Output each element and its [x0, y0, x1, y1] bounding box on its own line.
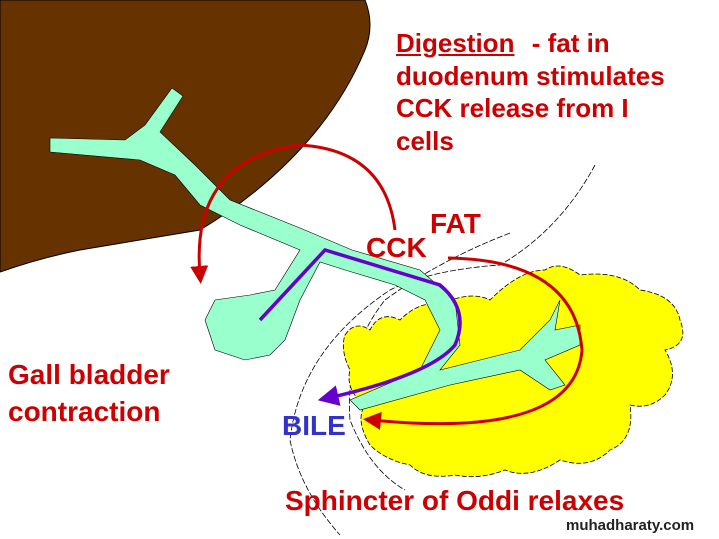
sphincter-label: Sphincter of Oddi relaxes	[285, 485, 625, 516]
contraction-label: contraction	[8, 396, 161, 427]
fat-label: FAT	[430, 208, 481, 239]
caption-line-2: duodenum stimulates	[396, 61, 665, 91]
caption-line-4: cells	[396, 126, 454, 156]
duodenum-outline	[289, 164, 596, 536]
caption-line-3: CCK release from I	[396, 93, 629, 123]
liver	[0, 0, 371, 273]
fat-to-sphincter-arrow	[363, 256, 584, 430]
cck-label: CCK	[366, 232, 427, 263]
watermark: muhadharaty.com	[566, 517, 695, 534]
cck-to-gallbladder-arrow	[190, 143, 397, 284]
caption-line-1-rest: - fat in	[531, 28, 610, 58]
bile-flow-arrow	[258, 248, 462, 406]
caption-heading: Digestion	[396, 28, 515, 58]
bile-label: BILE	[282, 410, 346, 441]
gall-bladder-label: Gall bladder	[8, 359, 170, 390]
caption-line-1: Digestion - fat in	[396, 30, 610, 56]
